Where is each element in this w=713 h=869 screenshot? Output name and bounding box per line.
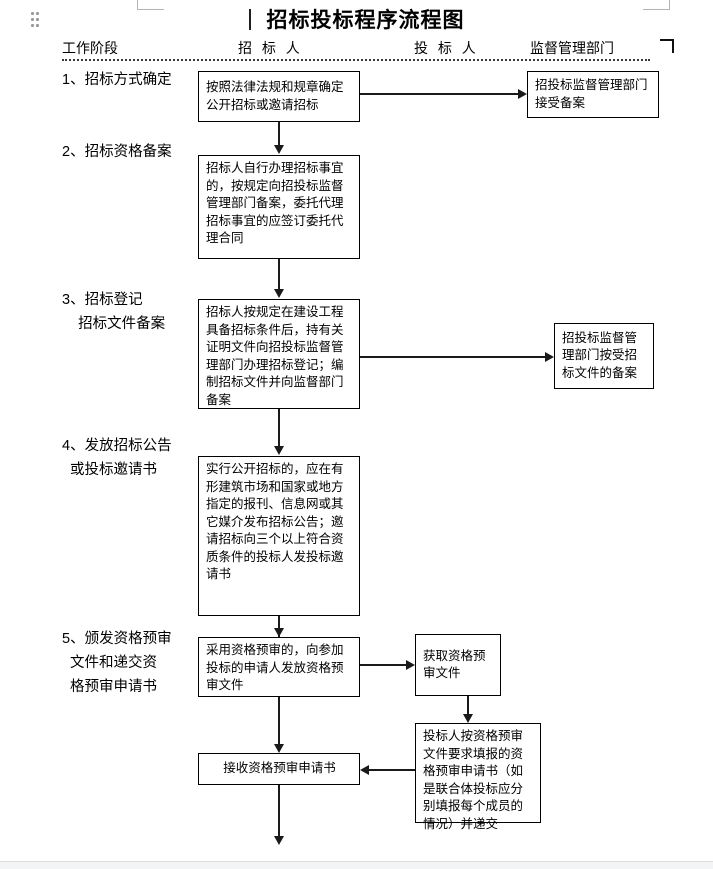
- connector-b6r-to-b6-line: [368, 769, 415, 771]
- flow-box-supervision-accept-documents[interactable]: 招投标监督管理部门按受招标文件的备案: [554, 323, 654, 389]
- column-header-bidder: 投 标 人: [414, 40, 479, 56]
- connector-b5-to-b6-line: [278, 697, 280, 745]
- connector-b3-to-b3r-arrow: [545, 352, 554, 362]
- stage-label-4: 4、发放招标公告 或投标邀请书: [62, 438, 172, 478]
- page-margin-mark-top-right: [643, 0, 670, 10]
- stage-label-5: 5、颁发资格预审 文件和递交资 格预审申请书: [62, 631, 172, 695]
- connector-b6r-to-b6-arrow: [360, 765, 369, 775]
- flow-box-tender-registration[interactable]: 招标人按规定在建设工程具备招标条件后，持有关证明文件向招投标监督管理部门办理招标…: [198, 299, 360, 409]
- stage-label-1: 1、招标方式确定: [62, 72, 172, 88]
- connector-b3-to-b4-arrow: [274, 446, 284, 455]
- drag-handle-icon[interactable]: [31, 12, 42, 29]
- page-bottom-edge: [0, 861, 713, 862]
- flow-box-tender-announcement[interactable]: 实行公开招标的，应在有形建筑市场和国家或地方指定的报刊、信息网或其它媒介发布招标…: [198, 456, 360, 616]
- stage-label-2: 2、招标资格备案: [62, 144, 172, 160]
- connector-b2-to-b3-arrow: [274, 289, 284, 298]
- connector-b1-to-b1r-arrow: [518, 89, 527, 99]
- page-title: 招标投标程序流程图: [0, 4, 713, 34]
- connector-b5-to-b5r-arrow: [406, 660, 415, 670]
- connector-b6-to-next-arrow: [274, 836, 284, 845]
- flow-box-qualification-filing[interactable]: 招标人自行办理招标事宜的，按规定向招投标监督管理部门备案，委托代理招标事宜的应签…: [198, 155, 360, 259]
- page-title-text: 招标投标程序流程图: [266, 8, 465, 32]
- connector-b3-to-b4-line: [278, 409, 280, 447]
- column-header-work-stage: 工作阶段: [62, 40, 118, 56]
- flow-box-issue-prequalification-documents[interactable]: 采用资格预审的，向参加投标的申请人发放资格预审文件: [198, 637, 360, 697]
- flow-box-receive-prequalification-application[interactable]: 接收资格预审申请书: [198, 753, 360, 785]
- connector-b2-to-b3-line: [278, 259, 280, 290]
- page-margin-mark-top-left: [137, 0, 164, 10]
- connector-b5-to-b6-arrow: [274, 744, 284, 753]
- connector-b3-to-b3r-line: [360, 356, 547, 358]
- connector-b5-to-b5r-line: [360, 664, 408, 666]
- connector-b1-to-b2-arrow: [274, 145, 284, 154]
- connector-b4-to-b5-line: [278, 616, 280, 637]
- text-cursor-icon: [248, 9, 251, 30]
- connector-b5r-to-b6r-arrow: [463, 714, 473, 723]
- connector-b6-to-next-line: [278, 785, 280, 837]
- column-header-tenderer: 招 标 人: [238, 40, 303, 56]
- page-margin-mark-right: [660, 39, 674, 53]
- stage-label-3: 3、招标登记 招标文件备案: [62, 292, 166, 332]
- connector-b5r-to-b6r-line: [467, 696, 469, 716]
- column-header-supervision: 监督管理部门: [530, 40, 614, 56]
- flow-box-obtain-prequalification-documents[interactable]: 获取资格预审文件: [415, 634, 501, 696]
- flow-box-tender-method[interactable]: 按照法律法规和规章确定公开招标或邀请招标: [198, 71, 360, 122]
- connector-b4-to-b5-arrow: [274, 628, 284, 637]
- column-header-row: 工作阶段 招 标 人 投 标 人 监督管理部门: [62, 38, 650, 61]
- connector-b1-to-b1r-line: [360, 93, 520, 95]
- page-bottom-band: [0, 862, 713, 869]
- flow-box-supervision-receive-filing[interactable]: 招投标监督管理部门接受备案: [527, 71, 659, 118]
- flow-box-submit-prequalification-application[interactable]: 投标人按资格预审文件要求填报的资格预审申请书（如是联合体投标应分别填报每个成员的…: [415, 723, 541, 831]
- connector-b1-to-b2-line: [278, 122, 280, 146]
